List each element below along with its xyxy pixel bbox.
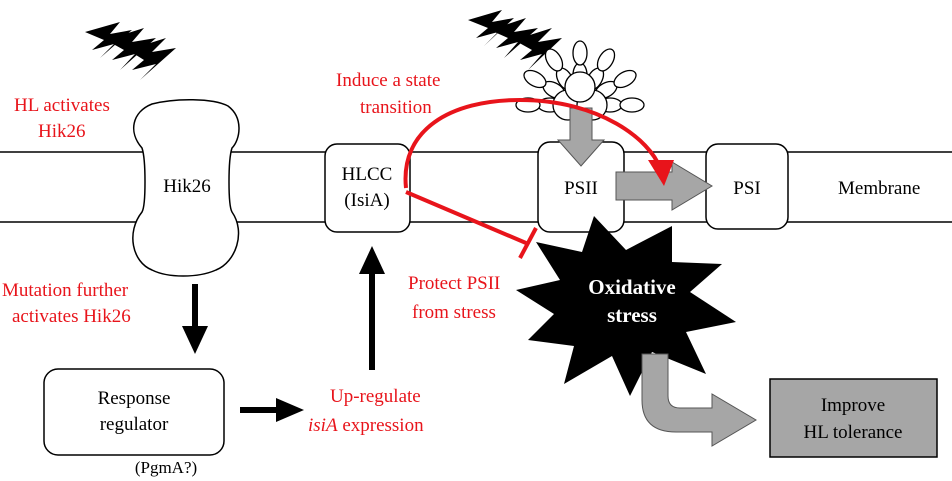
- oxidative-stress-line2: stress: [607, 303, 657, 327]
- membrane-label: Membrane: [838, 178, 920, 199]
- annotation-hl-activates-line1: HL activates: [14, 95, 110, 116]
- response-regulator-line1: Response: [98, 388, 171, 409]
- lightning-bolt-icon: [468, 10, 562, 70]
- annotation-induce-state-line1: Induce a state: [336, 70, 440, 91]
- isia-gene-name: isiA: [308, 415, 338, 436]
- hlcc-line1: HLCC: [342, 164, 393, 185]
- oxidative-stress-burst: [516, 216, 736, 396]
- annotation-hl-activates-line2: Hik26: [38, 121, 86, 142]
- arrow-upregulate-to-hlcc: [359, 246, 385, 370]
- red-inhibition-bar: [518, 227, 538, 259]
- hlcc-line2: (IsiA): [344, 190, 389, 211]
- hik26-shape: [132, 98, 240, 277]
- hlcc-box: [324, 143, 411, 233]
- annotation-mutation-line1: Mutation further: [2, 280, 129, 301]
- response-regulator-box: [43, 368, 225, 456]
- psi-label: PSI: [733, 178, 760, 199]
- response-regulator-note: (PgmA?): [135, 458, 197, 477]
- annotation-induce-state-line2: transition: [360, 97, 432, 118]
- annotation-upregulate-line1: Up-regulate: [330, 386, 421, 407]
- response-regulator-line2: regulator: [100, 414, 169, 435]
- annotation-protect-psii-line1: Protect PSII: [408, 273, 500, 294]
- annotation-upregulate-line2: isiA expression: [308, 415, 424, 436]
- expression-word: expression: [338, 415, 425, 436]
- hik26-label: Hik26: [163, 176, 211, 197]
- improve-hl-box: [769, 378, 938, 458]
- annotation-protect-psii-line2: from stress: [412, 302, 496, 323]
- gray-bent-arrow: [641, 353, 757, 447]
- red-arrowhead: [648, 160, 674, 186]
- red-inhibition-line: [405, 190, 527, 245]
- annotation-mutation-line2: activates Hik26: [12, 306, 131, 327]
- improve-hl-line2: HL tolerance: [804, 422, 903, 443]
- antenna-complex-icon: [515, 40, 645, 121]
- improve-hl-line1: Improve: [821, 395, 885, 416]
- psii-label: PSII: [564, 178, 598, 199]
- lightning-bolt-icon: [85, 22, 176, 80]
- arrow-regulator-to-upregulate: [240, 398, 304, 422]
- oxidative-stress-line1: Oxidative: [588, 275, 676, 299]
- arrow-hik26-to-regulator: [182, 284, 208, 354]
- red-arrow-state-transition: [403, 97, 662, 189]
